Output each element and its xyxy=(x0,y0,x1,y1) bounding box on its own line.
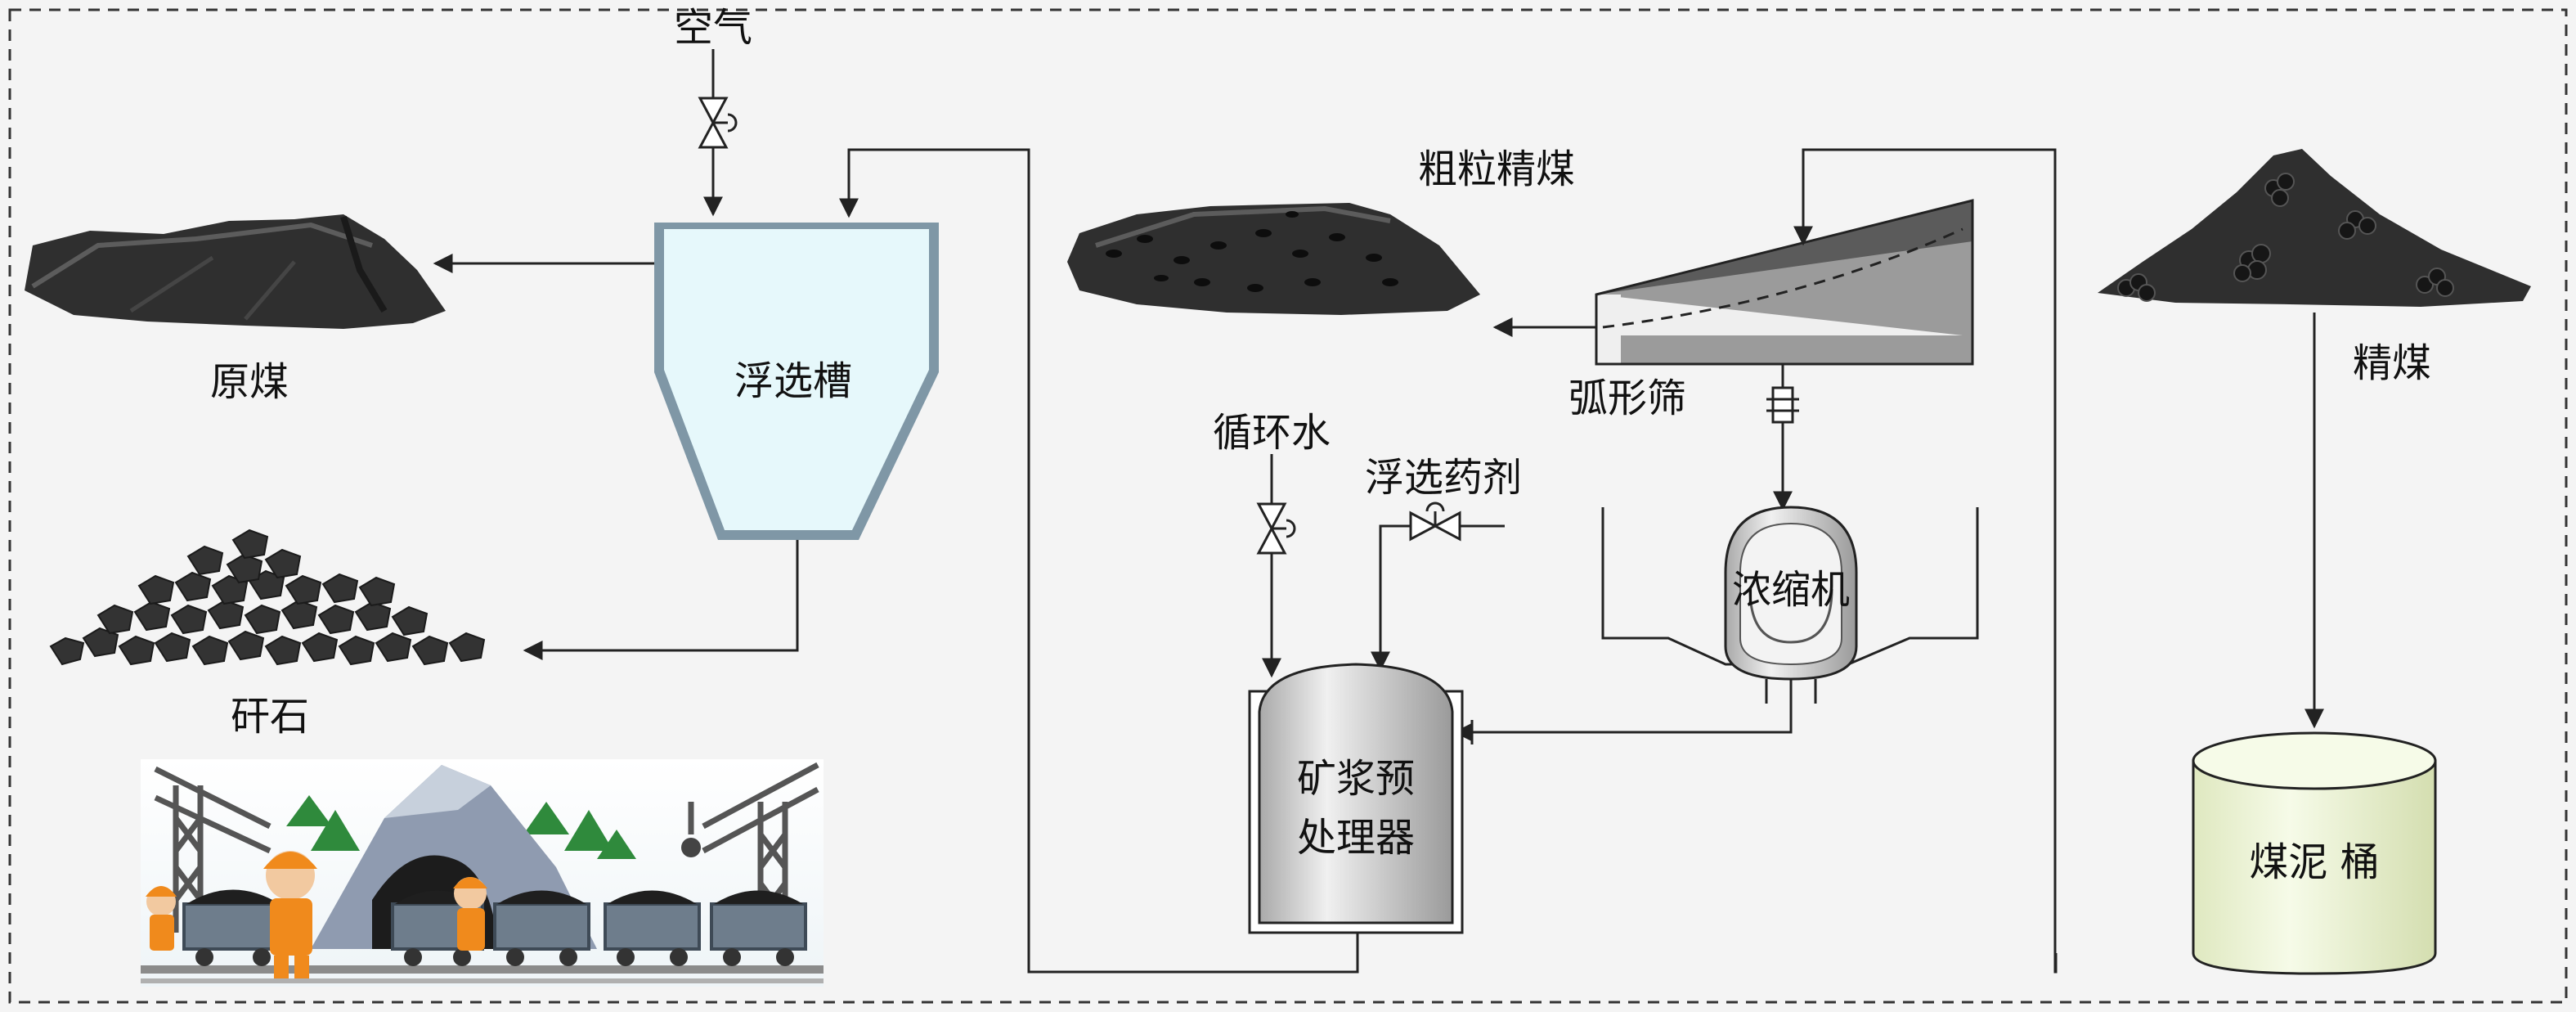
slime-bucket-label: 煤泥 桶 xyxy=(2249,839,2379,885)
thickener[interactable] xyxy=(1601,506,1979,704)
flotation-reagent-label: 浮选药剂 xyxy=(1365,455,1522,501)
pulp-pretreater-label-2: 处理器 xyxy=(1297,815,1415,861)
screen-outlet xyxy=(1766,364,1799,511)
arc-screen[interactable] xyxy=(1595,199,1974,366)
gangue-pile xyxy=(49,528,486,666)
gangue-arrow xyxy=(523,540,799,660)
thickener-label: 浓缩机 xyxy=(1732,567,1850,613)
gangue-label: 矸石 xyxy=(231,694,309,740)
dashed-border xyxy=(8,8,2568,1004)
flotation-reagent-valve[interactable] xyxy=(1371,502,1505,672)
recycle-line xyxy=(839,148,1359,974)
thickener-underflow xyxy=(1453,704,1793,742)
raw-coal-label: 原煤 xyxy=(210,359,289,405)
coarse-clean-coal-pile xyxy=(1067,203,1480,315)
circulating-water-valve[interactable] xyxy=(1256,454,1296,678)
pulp-pretreater-label-1: 矿浆预 xyxy=(1297,756,1415,802)
air-label: 空气 xyxy=(674,5,752,51)
slime-bucket[interactable] xyxy=(2192,731,2437,975)
raw-coal-pile xyxy=(25,214,446,329)
air-valve[interactable] xyxy=(698,49,738,217)
arc-screen-label: 弧形筛 xyxy=(1568,376,1686,421)
circulating-water-label: 循环水 xyxy=(1213,410,1331,456)
feed-line xyxy=(1793,148,2058,974)
coarse-clean-coal-label: 粗粒精煤 xyxy=(1418,146,1575,192)
flotation-cell[interactable] xyxy=(654,223,939,540)
pulp-pretreater[interactable] xyxy=(1248,663,1464,934)
clean-coal-pile xyxy=(2098,149,2531,307)
clean-coal-label: 精煤 xyxy=(2353,340,2431,386)
flotation-cell-label: 浮选槽 xyxy=(734,358,852,404)
mine-illustration xyxy=(141,759,824,987)
